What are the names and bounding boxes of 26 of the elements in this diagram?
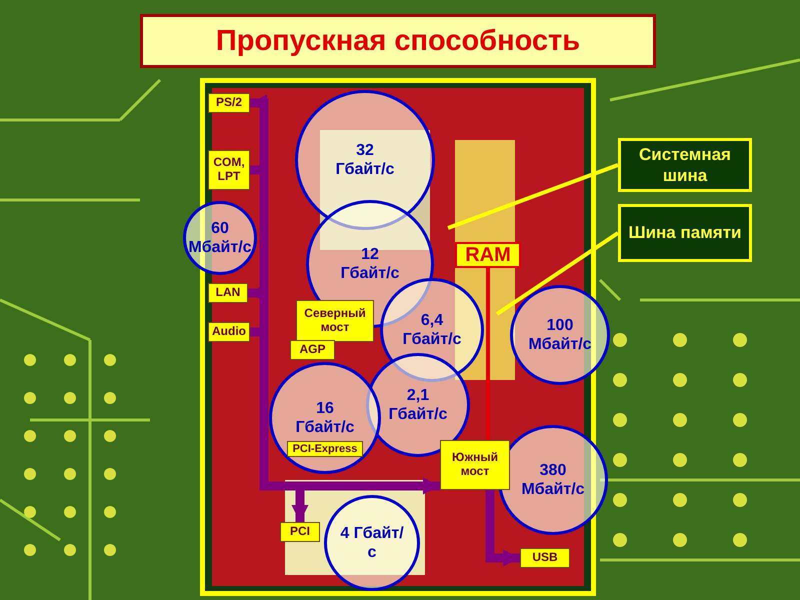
bandwidth-value: 380 Мбайт/с: [520, 460, 586, 500]
board-label: PS/2: [208, 93, 250, 113]
callout-box: Шина памяти: [618, 204, 752, 262]
board-label: PCI-Express: [287, 441, 363, 458]
slide-title: Пропускная способность: [140, 14, 656, 68]
leader-line: [496, 231, 620, 316]
bandwidth-value: 2,1 Гбайт/с: [388, 386, 448, 424]
bandwidth-value: 16 Гбайт/с: [294, 398, 356, 438]
board-label: PCI: [280, 522, 320, 542]
board-label: Северный мост: [296, 300, 374, 342]
board-label: RAM: [455, 242, 521, 268]
board-label: Южный мост: [440, 440, 510, 490]
bandwidth-value: 6,4 Гбайт/с: [402, 310, 462, 350]
leader-line: [447, 163, 619, 230]
bandwidth-value: 100 Мбайт/с: [527, 316, 593, 354]
callout-box: Системная шина: [618, 138, 752, 192]
bandwidth-value: 32 Гбайт/с: [334, 140, 396, 180]
bandwidth-value: 12 Гбайт/с: [340, 244, 400, 284]
bandwidth-value: 4 Гбайт/с: [340, 524, 404, 562]
board-label: LAN: [208, 283, 248, 303]
bus-arrow: [486, 490, 520, 566]
board-label: Audio: [208, 322, 250, 342]
board-label: COM, LPT: [208, 150, 250, 190]
board-label: AGP: [290, 340, 335, 360]
bandwidth-value: 60 Мбайт/с: [187, 218, 253, 258]
board-label: USB: [520, 548, 570, 568]
